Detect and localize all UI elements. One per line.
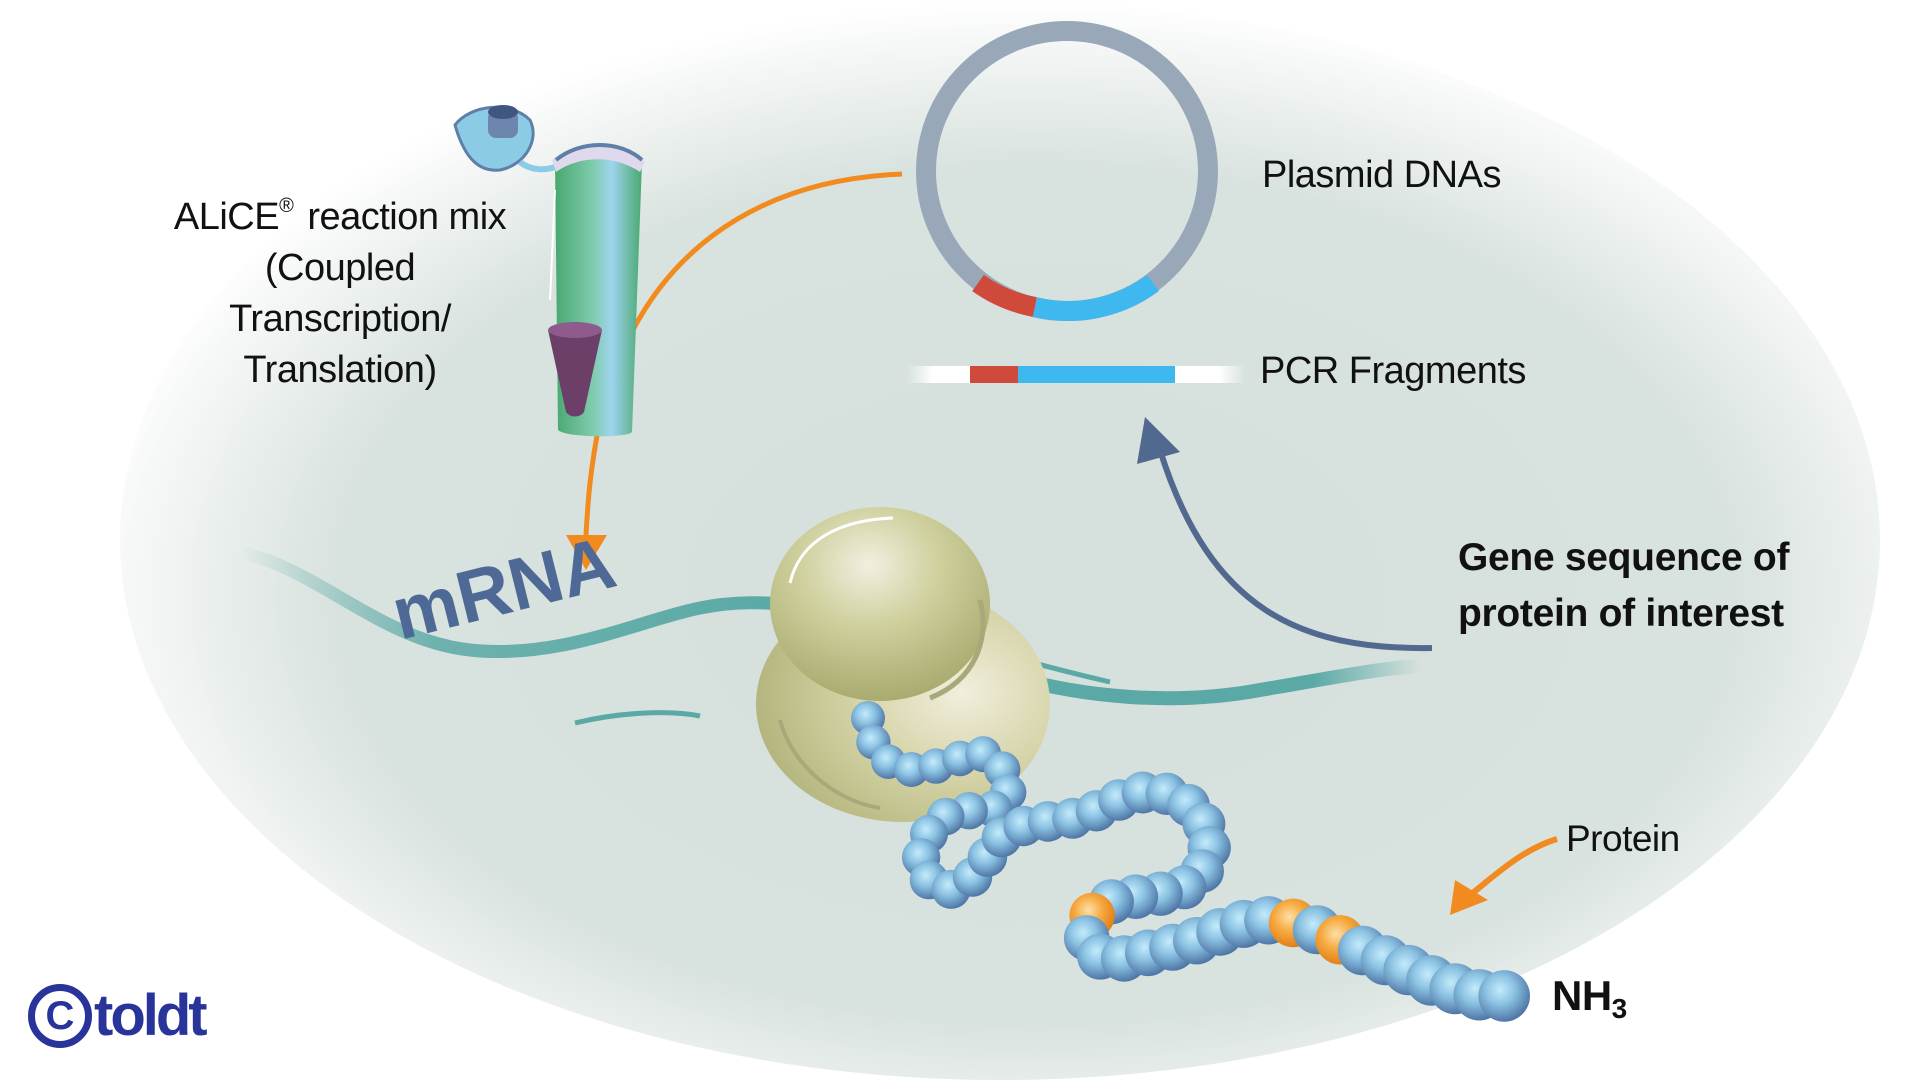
logo-symbol: C xyxy=(45,994,75,1038)
plasmid-dna-label: Plasmid DNAs xyxy=(1262,154,1501,196)
plasmid-dna-icon xyxy=(916,21,1218,321)
pcr-fragments-label: PCR Fragments xyxy=(1260,350,1526,392)
nh3-base: NH xyxy=(1552,972,1612,1019)
registered-mark: ® xyxy=(279,195,294,217)
gene-sequence-label: Gene sequence of protein of interest xyxy=(1458,530,1789,642)
alice-line2: (Coupled xyxy=(264,247,416,289)
alice-line4: Translation) xyxy=(243,349,437,391)
logo-text: toldt xyxy=(94,983,208,1048)
alice-line1: reaction mix xyxy=(307,196,507,238)
gene-line2: protein of interest xyxy=(1458,592,1784,635)
alice-brand: ALiCE xyxy=(173,196,280,238)
blue-arrow-to-pcr xyxy=(1137,417,1433,652)
nh3-subscript: 3 xyxy=(1611,993,1628,1024)
mrna-strand xyxy=(238,545,1421,726)
pcr-fragment-icon xyxy=(906,366,1246,383)
toldt-logo: C toldt xyxy=(28,982,208,1050)
copyright-icon: C xyxy=(28,984,92,1048)
amino-acid-bead xyxy=(1478,970,1530,1022)
protein-chain xyxy=(851,701,1530,1022)
nh3-terminus-label: NH3 xyxy=(1552,972,1627,1023)
protein-label: Protein xyxy=(1566,818,1680,859)
alice-reaction-mix-label: ALiCE® reaction mix (Coupled Transcriptio… xyxy=(130,192,550,396)
orange-arrow-to-protein xyxy=(1450,836,1558,915)
gene-line1: Gene sequence of xyxy=(1458,536,1790,579)
alice-line3: Transcription/ xyxy=(229,298,451,340)
reaction-tube-icon xyxy=(453,105,645,437)
